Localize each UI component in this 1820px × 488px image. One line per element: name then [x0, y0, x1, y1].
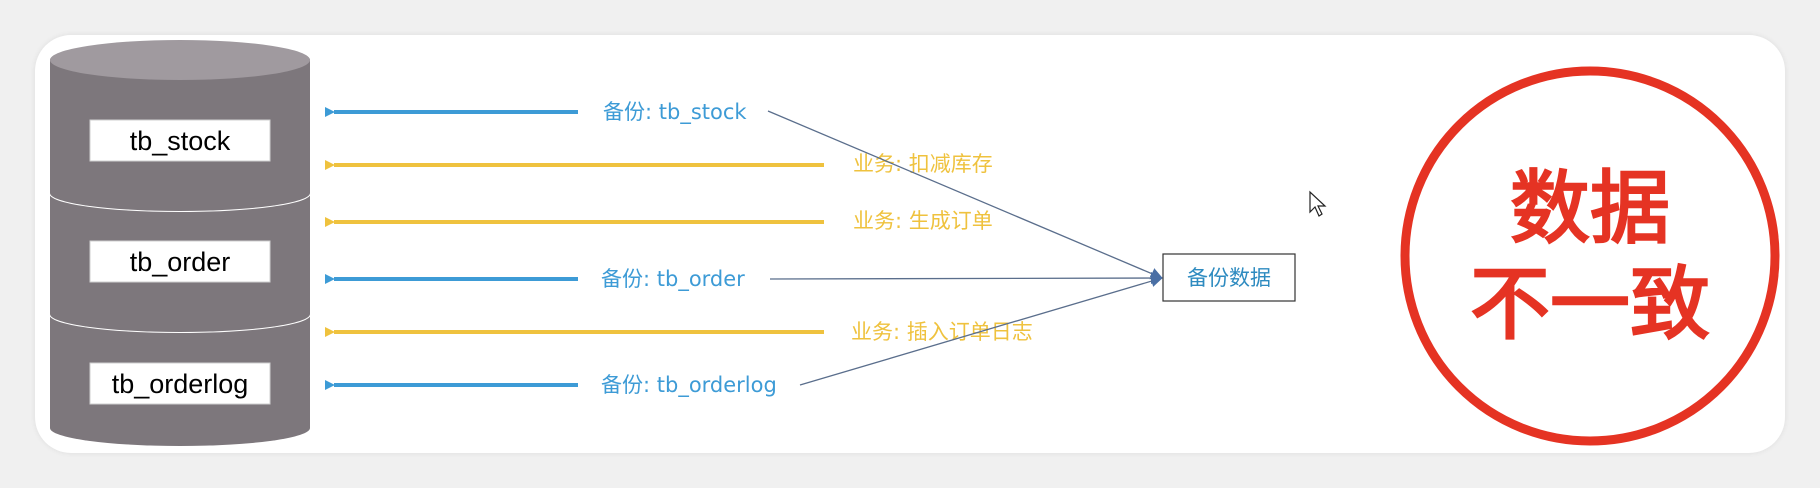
stamp-line-2: 不一致: [1470, 258, 1710, 351]
inconsistency-stamp: 数据 不一致: [1400, 66, 1780, 446]
backup-data-box: 备份数据: [1162, 253, 1296, 302]
table-label-box: tb_order: [89, 240, 271, 283]
connector-line: [799, 275, 1163, 386]
arrow-label-business-insert-log: 业务: 插入订单日志: [851, 320, 1033, 344]
backup-data-label: 备份数据: [1187, 266, 1271, 290]
arrow-label-business-create-order: 业务: 生成订单: [853, 209, 993, 233]
table-label-orderlog: tb_orderlog: [112, 369, 249, 399]
table-label-order: tb_order: [130, 247, 231, 277]
arrow-label-backup-order: 备份: tb_order: [601, 267, 745, 292]
connector-line: [769, 272, 1163, 285]
stamp-line-1: 数据: [1510, 162, 1670, 255]
connector-line: [767, 110, 1163, 280]
table-label-stock: tb_stock: [130, 126, 231, 156]
arrow-label-backup-stock: 备份: tb_stock: [603, 100, 747, 125]
mouse-pointer-icon: [1309, 190, 1327, 217]
table-label-box: tb_stock: [89, 119, 271, 162]
table-label-box: tb_orderlog: [89, 362, 271, 405]
arrow-label-business-deduct-stock: 业务: 扣减库存: [853, 152, 993, 176]
arrow-label-backup-orderlog: 备份: tb_orderlog: [601, 373, 777, 398]
